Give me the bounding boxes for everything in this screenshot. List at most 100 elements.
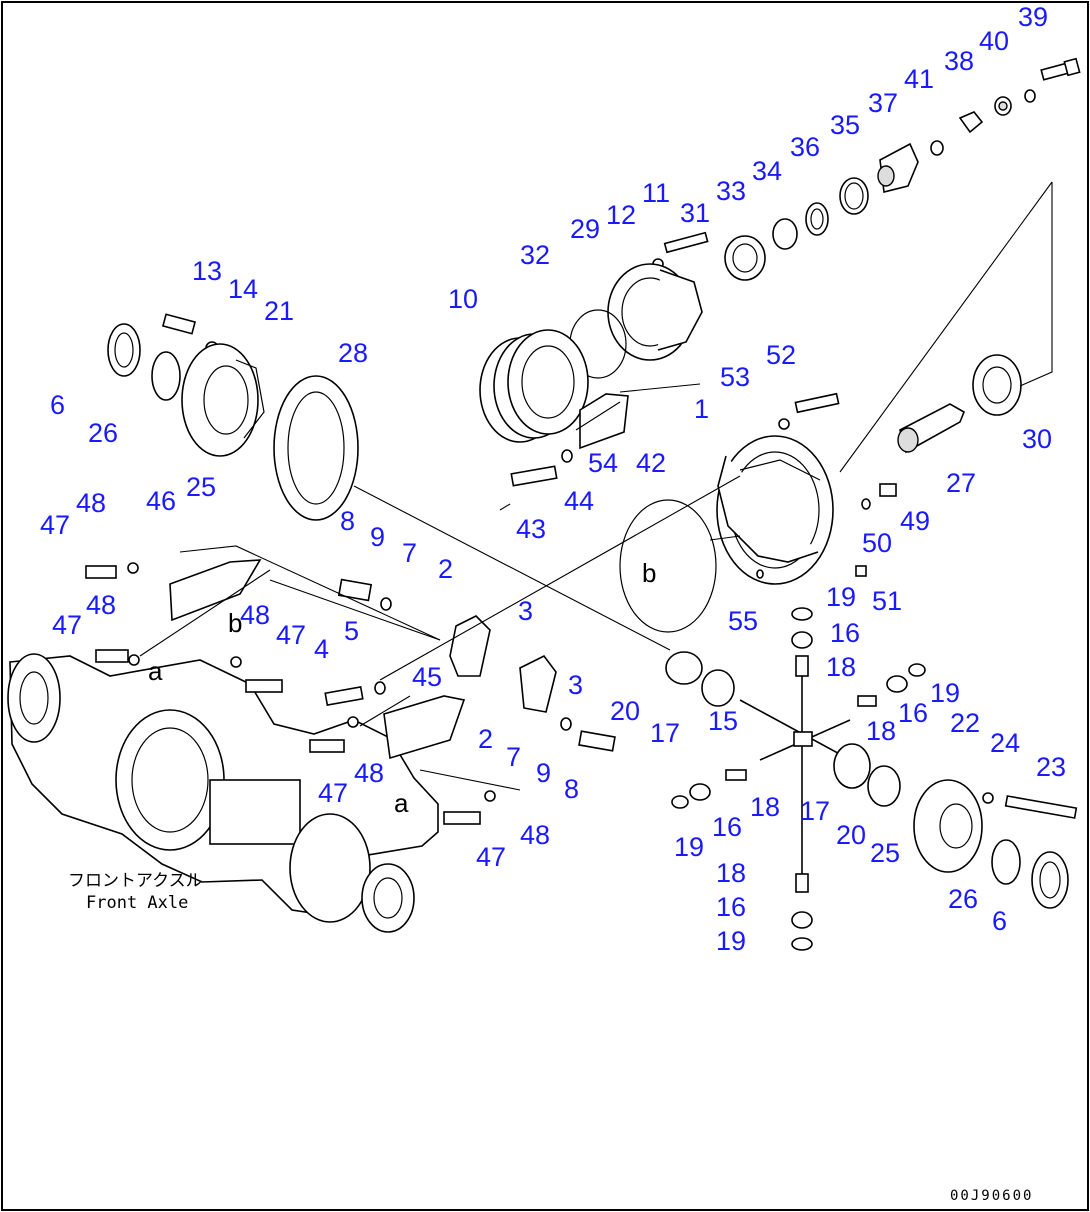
callout-6-right: 6 [992,906,1007,936]
callout-7-lower: 7 [506,742,521,772]
callout-27: 27 [946,468,976,498]
bolt-13 [161,313,197,335]
view-ref-b-left: b [228,608,242,638]
callout-10: 10 [448,284,478,314]
callout-1: 1 [694,394,709,424]
seal-37 [930,140,944,156]
callout-18-c: 18 [750,792,780,822]
part-callouts: 39 40 38 41 37 35 36 34 33 31 11 12 29 3… [40,2,1066,956]
callout-18-b: 18 [866,716,896,746]
callout-26-right: 26 [948,884,978,914]
callout-25-left: 25 [186,472,216,502]
callout-47-a: 47 [40,510,70,540]
washer-44 [561,449,573,463]
callout-7-upper: 7 [402,538,417,568]
callout-3-upper: 3 [518,596,533,626]
drawing-code: 00J90600 [950,1188,1033,1204]
callout-42: 42 [636,448,666,478]
callout-20-left: 20 [610,696,640,726]
washer-53 [778,418,790,430]
plate-41 [958,111,984,134]
callout-12: 12 [606,200,636,230]
callout-47-d: 47 [318,778,348,808]
washer-9-lower [560,717,572,731]
callout-35: 35 [830,110,860,140]
shims-10 [479,329,589,443]
caption-jp: フロントアクスル [68,871,203,891]
washer-5 [374,681,386,695]
washer-24 [982,792,994,804]
washer-20-right [867,765,901,807]
bolt-43 [510,465,558,487]
callout-19-c: 19 [674,832,704,862]
washer-9-upper [380,597,392,611]
bearing-30 [972,354,1022,416]
bracket-42 [579,393,629,450]
bearing-6-left [107,323,141,377]
bolt-11 [663,231,709,254]
ring-34 [805,202,829,236]
callout-16-d: 16 [716,892,746,922]
callout-4: 4 [314,634,329,664]
view-ref-b-gasket: b [642,558,656,588]
callout-2-upper: 2 [438,554,453,584]
guard-45 [383,695,466,760]
cap-3-lower [519,654,557,713]
o-ring-50 [861,498,871,510]
bearing-6-right [1031,851,1069,909]
race-26-right [991,839,1021,885]
callout-11: 11 [642,178,670,208]
left-bearing-group [107,313,359,521]
bearing-31 [724,235,766,281]
case-22 [913,779,983,873]
bolt-23 [1004,795,1078,819]
callout-48-d: 48 [354,758,384,788]
callout-8-lower: 8 [564,774,579,804]
callout-20-right: 20 [836,820,866,850]
callout-53: 53 [720,362,750,392]
callout-49: 49 [900,506,930,536]
callout-17-left: 17 [650,718,680,748]
callout-18-d: 18 [716,858,746,888]
pin-55 [756,569,764,579]
pinion-bolt-chain [652,57,1081,281]
callout-43: 43 [516,514,546,544]
callout-34: 34 [752,156,782,186]
spider-15 [793,731,813,747]
callout-31: 31 [680,198,710,228]
bolt-47-a [85,565,117,579]
callout-40: 40 [979,26,1009,56]
bolt-52 [794,392,840,414]
callout-16-c: 16 [712,812,742,842]
callout-19-a: 19 [826,582,856,612]
gear-17-right [833,743,871,789]
callout-51: 51 [872,586,902,616]
callout-52: 52 [766,340,796,370]
front-axle-housing [7,653,439,933]
gear-17-left [701,669,735,707]
ring-gear-28 [273,375,359,521]
callout-41: 41 [904,64,934,94]
callout-8-upper: 8 [340,506,355,536]
callout-48-a: 48 [76,488,106,518]
view-ref-a-lower: a [394,788,409,818]
callout-54: 54 [588,448,618,478]
bolt-47-b [95,649,129,663]
callout-2-lower: 2 [478,724,493,754]
callout-48-e: 48 [520,820,550,850]
callout-19-b: 19 [930,678,960,708]
callout-55: 55 [728,606,758,636]
callout-9-upper: 9 [370,522,385,552]
callout-32: 32 [520,240,550,270]
washer-20-left [665,651,703,685]
plug-49 [879,483,897,497]
case-21 [181,343,259,457]
cap-2-upper [449,615,491,677]
guard-46 [169,559,262,622]
callout-9-lower: 9 [536,758,551,788]
callout-45: 45 [412,662,442,692]
gasket-54 [619,499,717,633]
callout-47-e: 47 [476,842,506,872]
